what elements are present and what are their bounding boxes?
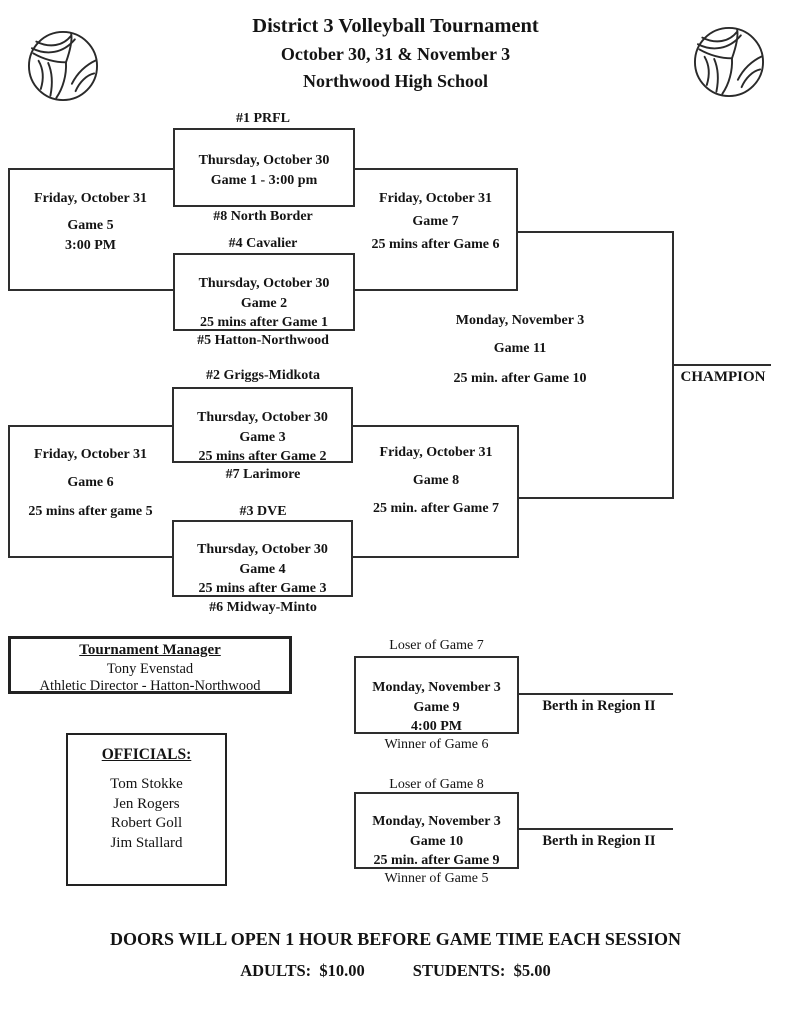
- final-vertical-line: [672, 231, 674, 499]
- seed-1-prfl: #1 PRFL: [235, 111, 291, 126]
- game-10-time: 25 min. after Game 9: [373, 853, 500, 868]
- seed-3-dve: #3 DVE: [239, 504, 287, 519]
- game-7-label: Game 7: [412, 214, 459, 229]
- game-10-result-label: Berth in Region II: [542, 833, 656, 849]
- game-3-label: Game 3: [239, 429, 286, 445]
- game-10-result-line: [517, 828, 673, 830]
- game-2-label: Game 2: [240, 295, 288, 311]
- game-9-box: Monday, November 3 Game 9 4:00 PM: [354, 656, 519, 734]
- official-name: Robert Goll: [110, 815, 183, 831]
- game-2-date: Thursday, October 30: [198, 276, 330, 291]
- lower-final-connector-line: [517, 497, 674, 499]
- manager-title: Athletic Director - Hatton-Northwood: [39, 678, 261, 694]
- volleyball-icon-left: [27, 30, 99, 102]
- game-10-box: Monday, November 3 Game 10 25 min. after…: [354, 792, 519, 869]
- venue-subtitle: Northwood High School: [302, 71, 489, 91]
- game-7-text: Friday, October 31 Game 7 25 mins after …: [353, 189, 518, 255]
- game-6-label: Game 6: [67, 475, 114, 490]
- page-title: District 3 Volleyball Tournament: [252, 15, 539, 37]
- seed-6-midway-minto: #6 Midway-Minto: [209, 600, 317, 615]
- game-3-date: Thursday, October 30: [197, 410, 328, 425]
- game-10-top-label: Loser of Game 8: [389, 777, 484, 792]
- seed-8-north-border: #8 North Border: [213, 209, 313, 224]
- doors-notice: DOORS WILL OPEN 1 HOUR BEFORE GAME TIME …: [110, 929, 681, 949]
- game-1-box: Thursday, October 30 Game 1 - 3:00 pm: [173, 128, 355, 207]
- game-5-date: Friday, October 31: [34, 191, 147, 206]
- game-5-time: 3:00 PM: [65, 238, 116, 253]
- game-8-date: Friday, October 31: [379, 445, 493, 460]
- game-11-time: 25 min. after Game 10: [453, 371, 587, 386]
- game-1-date: Thursday, October 30: [198, 153, 330, 168]
- game-9-time: 4:00 PM: [411, 719, 462, 734]
- game-10-label: Game 10: [409, 833, 464, 849]
- game-10-date: Monday, November 3: [372, 814, 501, 829]
- game-4-date: Thursday, October 30: [197, 542, 328, 557]
- officials-list: Tom Stokke Jen Rogers Robert Goll Jim St…: [68, 775, 225, 853]
- game-4-box: Thursday, October 30 Game 4 25 mins afte…: [172, 520, 353, 597]
- game-1-time: Game 1 - 3:00 pm: [210, 172, 318, 188]
- upper-final-connector-line: [516, 231, 674, 233]
- official-name: Tom Stokke: [110, 776, 183, 792]
- game-6-date: Friday, October 31: [34, 447, 147, 462]
- game-8-time: 25 min. after Game 7: [372, 501, 500, 516]
- game-11-text: Monday, November 3 Game 11 25 min. after…: [420, 311, 620, 389]
- seed-4-cavalier: #4 Cavalier: [228, 236, 298, 251]
- official-name: Jim Stallard: [110, 834, 183, 851]
- game-2-box: Thursday, October 30 Game 2 25 mins afte…: [173, 253, 355, 331]
- manager-name: Tony Evenstad: [106, 661, 194, 677]
- date-subtitle: October 30, 31 & November 3: [280, 44, 511, 64]
- game-8-text: Friday, October 31 Game 8 25 min. after …: [354, 443, 518, 519]
- admission-prices: ADULTS: $10.00 STUDENTS: $5.00: [0, 961, 791, 981]
- game-9-date: Monday, November 3: [372, 680, 501, 695]
- game-5-label: Game 5: [67, 218, 114, 233]
- game-6-text: Friday, October 31 Game 6 25 mins after …: [8, 445, 173, 522]
- game-7-time: 25 mins after Game 6: [371, 237, 500, 252]
- champion-line: [674, 364, 771, 366]
- seed-2-griggs-midkota: #2 Griggs-Midkota: [206, 368, 320, 383]
- seed-7-larimore: #7 Larimore: [225, 467, 301, 482]
- officials-box: OFFICIALS: Tom Stokke Jen Rogers Robert …: [66, 733, 227, 886]
- volleyball-icon-right: [693, 26, 765, 98]
- game-4-label: Game 4: [239, 561, 286, 577]
- header: District 3 Volleyball Tournament October…: [0, 12, 791, 95]
- game-11-date: Monday, November 3: [455, 313, 585, 328]
- students-price: STUDENTS: $5.00: [412, 961, 551, 980]
- game-7-date: Friday, October 31: [379, 191, 492, 206]
- game-9-result-label: Berth in Region II: [542, 698, 656, 714]
- tournament-manager-box: Tournament Manager Tony Evenstad Athleti…: [8, 636, 292, 694]
- champion-label: CHAMPION: [680, 369, 766, 385]
- game-9-label: Game 9: [413, 699, 460, 715]
- game-3-time: 25 mins after Game 2: [198, 449, 327, 464]
- game-9-top-label: Loser of Game 7: [389, 638, 484, 653]
- game-9-bottom-label: Winner of Game 6: [384, 737, 489, 752]
- officials-heading: OFFICIALS:: [101, 746, 192, 763]
- manager-heading: Tournament Manager: [79, 642, 221, 658]
- official-name: Jen Rogers: [113, 795, 180, 812]
- game-4-time: 25 mins after Game 3: [198, 581, 327, 596]
- game-2-time: 25 mins after Game 1: [199, 315, 329, 330]
- game-6-time: 25 mins after game 5: [28, 504, 153, 519]
- game-5-text: Friday, October 31 Game 5 3:00 PM: [8, 189, 173, 256]
- game-9-result-line: [517, 693, 673, 695]
- game-8-label: Game 8: [412, 473, 460, 488]
- game-11-label: Game 11: [493, 341, 547, 356]
- seed-5-hatton-northwood: #5 Hatton-Northwood: [197, 333, 329, 348]
- adults-price: ADULTS: $10.00: [240, 961, 365, 980]
- game-10-bottom-label: Winner of Game 5: [384, 871, 489, 886]
- game-3-box: Thursday, October 30 Game 3 25 mins afte…: [172, 387, 353, 464]
